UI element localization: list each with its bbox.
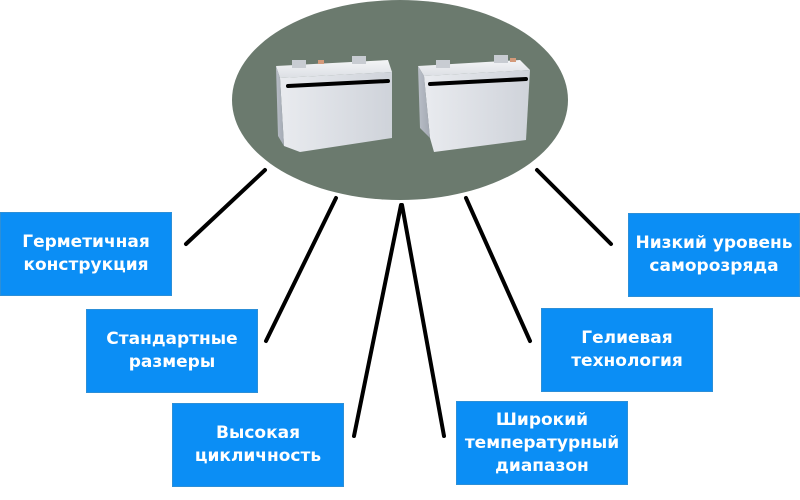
- connector-line: [352, 203, 403, 438]
- feature-label: Высокая цикличность: [194, 423, 322, 466]
- feature-label: Низкий уровень саморозряда: [635, 233, 793, 276]
- feature-box-standard-sizes: Стандартные размеры: [86, 309, 258, 393]
- connector-line: [464, 196, 532, 343]
- feature-box-sealed: Герметичная конструкция: [0, 212, 172, 296]
- connector-line: [184, 168, 267, 246]
- feature-label: Широкий температурный диапазон: [464, 409, 620, 476]
- feature-box-low-self-discharge: Низкий уровень саморозряда: [628, 213, 800, 297]
- connector-line: [535, 168, 613, 246]
- battery-right-icon: [418, 55, 530, 152]
- feature-label: Стандартные размеры: [106, 329, 238, 372]
- feature-box-temperature-range: Широкий температурный диапазон: [456, 401, 628, 485]
- connector-line: [400, 203, 446, 438]
- feature-label: Герметичная конструкция: [22, 232, 150, 275]
- battery-left-icon: [276, 56, 392, 152]
- center-ellipse: [232, 0, 568, 200]
- feature-box-gel-technology: Гелиевая технология: [541, 308, 713, 392]
- feature-label: Гелиевая технология: [571, 328, 683, 371]
- connector-line: [264, 196, 338, 343]
- feature-box-high-cycling: Высокая цикличность: [172, 403, 344, 487]
